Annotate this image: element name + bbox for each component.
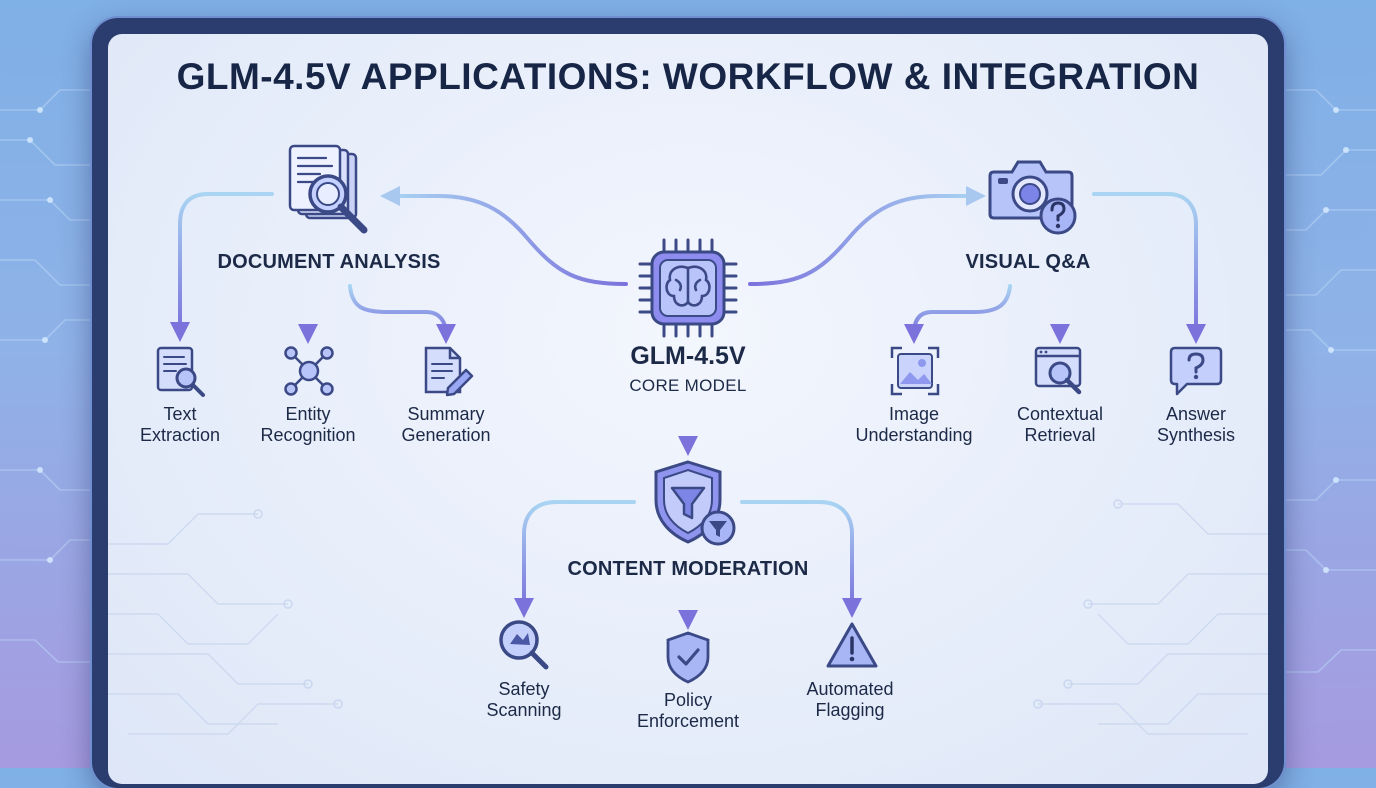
camera-question-icon	[988, 160, 1077, 235]
arrow-mod-to-flagging	[740, 500, 862, 618]
arrow-core-to-document	[380, 186, 628, 286]
question-bubble-icon	[1169, 346, 1223, 396]
section-label-content-moderation: CONTENT MODERATION	[567, 558, 809, 580]
section-label-visual-qa: VISUAL Q&A	[965, 251, 1091, 273]
arrow-doc-to-text	[170, 192, 274, 342]
shield-filter-icon	[654, 460, 736, 546]
leaf-entity-recognition: Entity Recognition	[260, 404, 356, 445]
image-icon	[890, 346, 940, 396]
workflow-arrows	[170, 186, 1206, 630]
diagram-screen: GLM-4.5V APPLICATIONS: WORKFLOW & INTEGR…	[108, 34, 1268, 784]
leaf-image-understanding: Image Understanding	[855, 404, 973, 445]
brain-chip-icon	[638, 238, 738, 338]
leaf-text-extraction: Text Extraction	[139, 404, 221, 445]
leaf-automated-flagging: Automated Flagging	[806, 679, 894, 720]
core-model-subtitle: CORE MODEL	[629, 376, 747, 395]
background-circuits	[0, 89, 1376, 673]
warning-triangle-icon	[826, 622, 878, 668]
screen-circuit-pattern	[108, 499, 1268, 735]
arrow-doc-to-summary	[348, 284, 456, 344]
leaf-safety-scanning: Safety Scanning	[486, 679, 562, 720]
document-magnifier-icon	[288, 144, 368, 234]
browser-search-icon	[1034, 346, 1082, 395]
leaf-policy-enforcement: Policy Enforcement	[636, 690, 740, 731]
network-nodes-icon	[284, 346, 334, 396]
arrow-core-to-visual	[748, 186, 986, 286]
arrow-mod-to-safety	[514, 500, 636, 618]
section-label-document-analysis: DOCUMENT ANALYSIS	[217, 251, 441, 273]
magnifier-scan-icon	[499, 620, 549, 670]
shield-check-icon	[666, 631, 710, 684]
page-title: GLM-4.5V APPLICATIONS: WORKFLOW & INTEGR…	[176, 56, 1200, 97]
arrow-visual-to-image	[904, 284, 1012, 344]
arrow-visual-to-answer	[1092, 192, 1206, 344]
leaf-summary-generation: Summary Generation	[401, 404, 491, 445]
text-search-icon	[156, 346, 205, 397]
leaf-answer-synthesis: Answer Synthesis	[1156, 404, 1236, 445]
core-model-name: GLM-4.5V	[630, 342, 746, 370]
leaf-contextual-retrieval: Contextual Retrieval	[1016, 404, 1104, 445]
document-pen-icon	[424, 346, 474, 397]
